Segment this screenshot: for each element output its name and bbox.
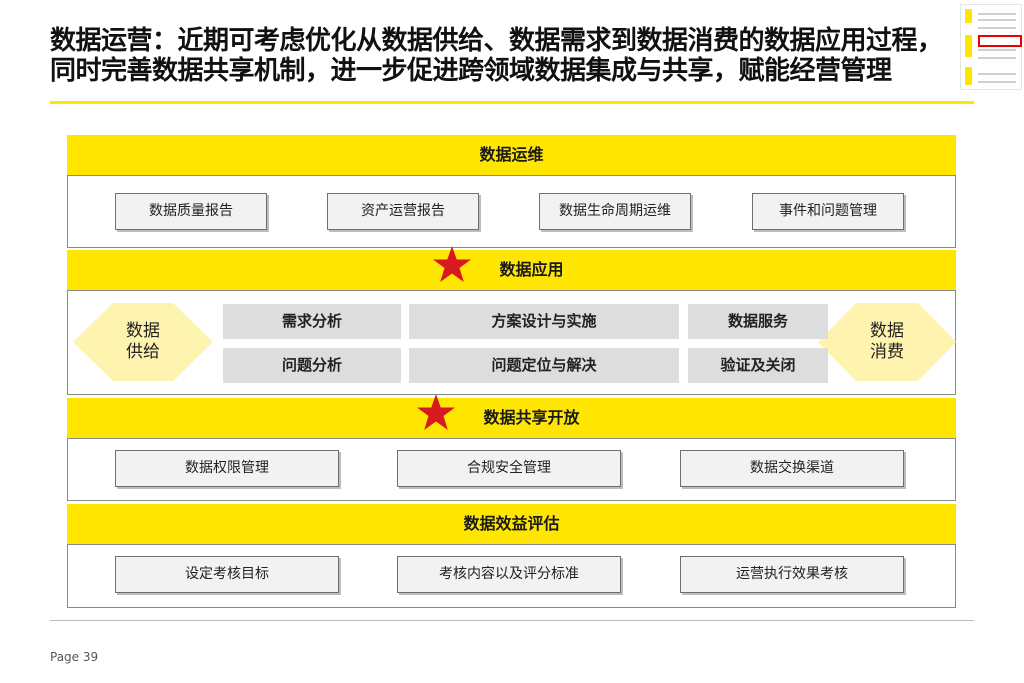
consumption-diamond: [818, 303, 956, 381]
application-band: 数据应用: [67, 250, 956, 290]
thumb-section-marker: [965, 67, 972, 85]
page-title: 数据运营：近期可考虑优化从数据供给、数据需求到数据消费的数据应用过程， 同时完善…: [50, 26, 950, 86]
thumb-highlight: [978, 35, 1022, 47]
title-underline: [50, 101, 974, 104]
benefit-band: 数据效益评估: [67, 504, 956, 544]
application-cell: 问题定位与解决: [409, 348, 679, 383]
application-cell: 数据服务: [688, 304, 828, 339]
thumb-row: [978, 19, 1016, 21]
consumption-label: 数据 消费: [870, 321, 904, 362]
application-cell: 需求分析: [223, 304, 401, 339]
sharing-title: 数据共享开放: [483, 408, 580, 427]
thumb-row: [978, 81, 1016, 83]
thumb-row: [978, 73, 1016, 75]
benefit-item: 设定考核目标: [115, 556, 339, 593]
benefit-title: 数据效益评估: [463, 514, 560, 533]
thumb-section-marker: [965, 35, 972, 57]
thumb-row: [978, 27, 1016, 29]
supply-label: 数据 供给: [126, 321, 160, 362]
benefit-item: 考核内容以及评分标准: [397, 556, 621, 593]
star-icon: [433, 246, 471, 282]
ops-item: 数据生命周期运维: [539, 193, 691, 230]
ops-band: 数据运维: [67, 135, 956, 175]
application-cell: 验证及关闭: [688, 348, 828, 383]
footer-divider: [50, 620, 974, 621]
sharing-item: 数据交换渠道: [680, 450, 904, 487]
ops-item: 数据质量报告: [115, 193, 267, 230]
thumb-section-marker: [965, 9, 972, 23]
supply-diamond: [73, 303, 213, 381]
title-line-2: 同时完善数据共享机制，进一步促进跨领域数据集成与共享，赋能经营管理: [50, 56, 892, 86]
application-cell: 问题分析: [223, 348, 401, 383]
sharing-item: 数据权限管理: [115, 450, 339, 487]
application-cell: 方案设计与实施: [409, 304, 679, 339]
star-icon: [417, 394, 455, 430]
ops-item: 事件和问题管理: [752, 193, 904, 230]
thumb-row: [978, 49, 1016, 51]
thumb-row: [978, 13, 1016, 15]
thumb-row: [978, 57, 1016, 59]
benefit-item: 运营执行效果考核: [680, 556, 904, 593]
page-number: Page 39: [50, 650, 99, 664]
ops-title: 数据运维: [479, 145, 544, 164]
sharing-band: 数据共享开放: [67, 398, 956, 438]
title-line-1: 数据运营：近期可考虑优化从数据供给、数据需求到数据消费的数据应用过程，: [50, 26, 943, 56]
application-title: 数据应用: [499, 260, 564, 279]
sharing-item: 合规安全管理: [397, 450, 621, 487]
ops-item: 资产运营报告: [327, 193, 479, 230]
navigation-thumbnail[interactable]: [960, 4, 1022, 90]
